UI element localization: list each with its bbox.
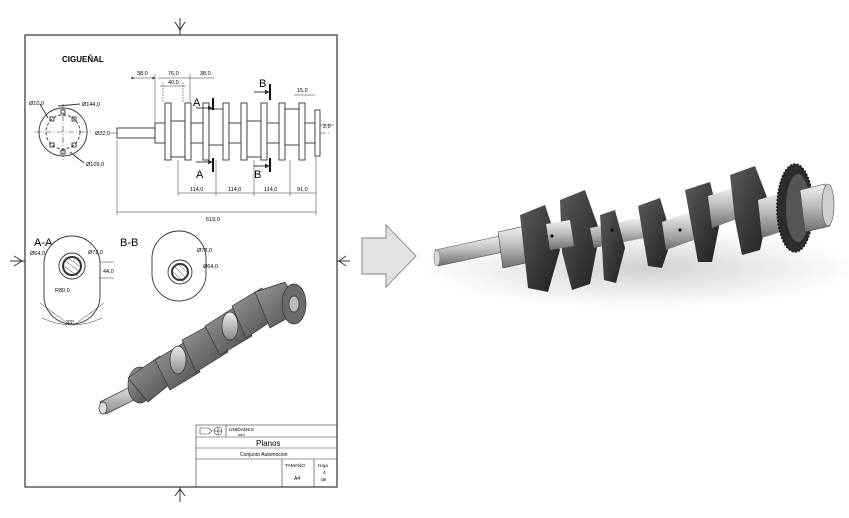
units-value: mm: [238, 432, 245, 437]
size-value: A4: [294, 476, 300, 482]
aa-dim-3: 44,0: [103, 269, 114, 275]
aa-dim-2: Ø72,0: [88, 250, 103, 256]
section-aa-view: [39, 235, 114, 326]
dim-bottom-2: 114,0: [228, 187, 241, 193]
drawing-subtitle: Conjunto Automocion: [240, 452, 288, 458]
title-block: [195, 424, 338, 488]
isometric-view: [98, 281, 307, 415]
bb-dim-1: Ø78,0: [197, 248, 212, 254]
cut-letter-b-bottom: B: [254, 169, 261, 181]
cut-letter-b-top: B: [259, 78, 266, 90]
dim-right-1: 15,0: [297, 88, 308, 94]
drawing-sheet: CIGUEÑAL Ø10,0 Ø144,0 Ø32,0 Ø109,0: [10, 18, 350, 502]
aa-dim-4: R80,0: [55, 288, 70, 294]
dim-diameter-1: Ø10,0: [29, 101, 44, 107]
crankshaft-photo: [420, 163, 849, 308]
dim-top-2: 76,0: [168, 71, 179, 77]
units-label: UNIDADES: [229, 427, 254, 433]
dim-right-2: 2,0: [323, 124, 331, 130]
right-dimensions: [294, 94, 334, 126]
dim-total: 619,0: [206, 217, 220, 223]
section-bb-label: B-B: [120, 237, 138, 249]
cut-letter-a-top: A: [193, 97, 201, 109]
dim-diameter-2: Ø144,0: [82, 102, 100, 108]
projection-symbol-icon: [199, 426, 223, 436]
dim-bottom-3: 114,0: [264, 187, 277, 193]
size-label: TAMAÑO: [285, 462, 305, 469]
dim-diameter-4: Ø109,0: [86, 162, 104, 168]
section-bb-view: [151, 230, 207, 302]
part-title: CIGUEÑAL: [62, 55, 104, 64]
aa-dim-1: Ø64,0: [30, 251, 45, 257]
drawing-title: Planos: [256, 439, 280, 448]
top-dimensions: [131, 74, 214, 122]
aa-dim-5: 33°: [66, 320, 74, 326]
process-arrow-icon: [361, 223, 417, 289]
sheet-value: 4: [323, 470, 326, 476]
centering-marks: [10, 18, 350, 502]
cut-letter-a-bottom: A: [196, 169, 204, 181]
sheet-of: de: [321, 477, 327, 483]
bottom-dimensions: [116, 140, 317, 215]
end-view: [35, 103, 91, 164]
dim-bottom-1: 114,0: [190, 187, 203, 193]
dim-top-1: 38,0: [137, 71, 148, 77]
dim-top-4: 40,0: [168, 80, 179, 86]
sheet-label: Hoja: [318, 463, 328, 469]
cut-markers: [196, 84, 271, 172]
dim-bottom-4: 91,0: [297, 187, 308, 193]
bb-dim-2: Ø64,0: [203, 264, 218, 270]
dim-top-3: 38,0: [200, 71, 211, 77]
section-aa-label: A-A: [34, 237, 53, 249]
dim-diameter-3: Ø32,0: [95, 131, 110, 137]
side-view: [110, 102, 330, 161]
